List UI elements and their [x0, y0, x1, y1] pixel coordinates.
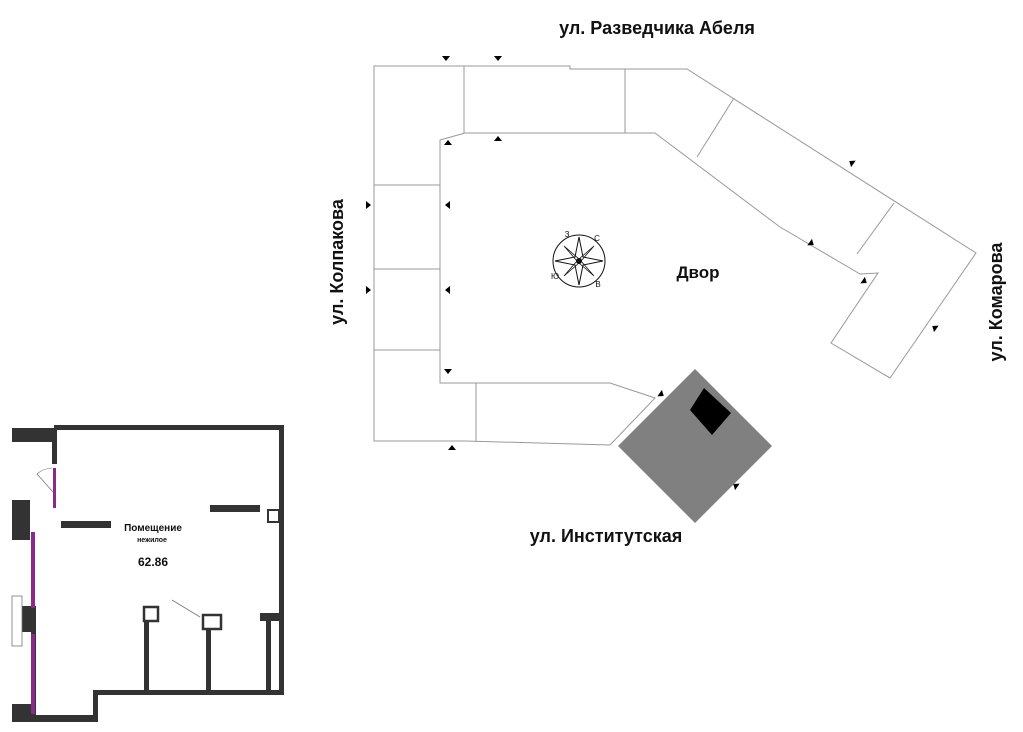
- entrance-arrow: [445, 201, 461, 209]
- room-area: 62.86: [138, 555, 168, 569]
- room-type: нежилое: [137, 537, 167, 544]
- compass-icon: С В Ю З: [551, 230, 606, 289]
- entrance-arrow: [355, 201, 371, 209]
- window: [31, 532, 35, 608]
- street-east-label: ул. Комарова: [986, 242, 1006, 362]
- entrance-arrow: [846, 157, 865, 174]
- room-name: Помещение: [124, 523, 182, 534]
- window: [31, 634, 35, 714]
- compass-south: Ю: [551, 272, 559, 281]
- entrance-arrow: [851, 270, 870, 287]
- entrance-arrow: [929, 322, 948, 339]
- entrance-arrow: [444, 358, 452, 374]
- entrance-arrow: [494, 136, 502, 152]
- entrance-arrow: [448, 445, 456, 461]
- entrance-arrow: [355, 286, 371, 294]
- street-north-label: ул. Разведчика Абеля: [559, 18, 755, 38]
- entrance-arrow: [444, 140, 452, 156]
- street-west-label: ул. Колпакова: [327, 198, 347, 325]
- unit-floor-plan: [11, 425, 284, 722]
- compass-west: З: [565, 230, 570, 239]
- street-south-label: ул. Институтская: [530, 526, 683, 546]
- yard-label: Двор: [676, 263, 719, 282]
- compass-north: С: [594, 234, 600, 243]
- entrance-arrow: [442, 45, 450, 61]
- building-outline: [373, 65, 977, 446]
- window: [53, 468, 56, 508]
- entrance-arrow: [798, 232, 817, 249]
- entrance-arrow: [445, 286, 461, 294]
- selected-unit[interactable]: [618, 369, 772, 523]
- entrance-arrow: [494, 45, 502, 61]
- compass-east: В: [595, 280, 600, 289]
